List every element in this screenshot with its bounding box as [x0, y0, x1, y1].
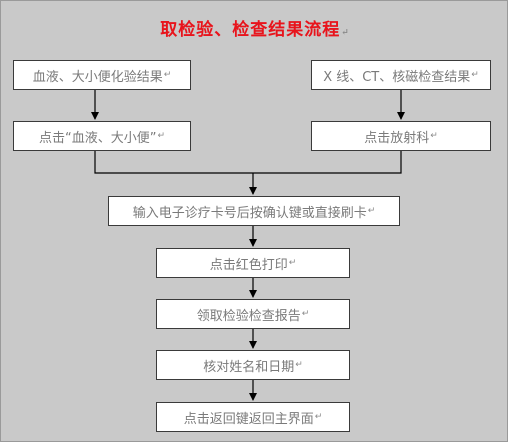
step-imaging-results-label: X 线、CT、核磁检查结果	[323, 69, 471, 85]
step-verify-name-date: 核对姓名和日期↵	[156, 350, 350, 380]
paragraph-mark: ↵	[471, 70, 479, 80]
step-click-radiology-label: 点击放射科	[364, 130, 430, 146]
page-title: 取检验、检查结果流程↵	[1, 15, 508, 40]
paragraph-mark: ↵	[314, 412, 323, 422]
paragraph-mark: ↵	[163, 70, 172, 80]
step-enter-card: 输入电子诊疗卡号后按确认键或直接刷卡↵	[108, 196, 400, 226]
step-click-print: 点击红色打印↵	[156, 248, 350, 278]
merge-right	[253, 151, 402, 174]
step-click-print-label: 点击红色打印	[209, 257, 288, 273]
step-return-main-label: 点击返回键返回主界面	[183, 411, 314, 427]
paragraph-mark: ↵	[157, 131, 166, 141]
step-return-main: 点击返回键返回主界面↵	[156, 402, 350, 432]
step-collect-report: 领取检验检查报告↵	[156, 299, 350, 329]
step-lab-results-label: 血液、大小便化验结果	[32, 69, 163, 85]
paragraph-mark: ↵	[288, 258, 297, 268]
paragraph-mark: ↵	[295, 360, 303, 370]
step-click-radiology: 点击放射科↵	[311, 121, 491, 151]
paragraph-mark: ↵	[367, 206, 376, 216]
step-click-blood-urine: 点击“血液、大小便”↵	[13, 121, 191, 151]
step-lab-results: 血液、大小便化验结果↵	[13, 60, 191, 90]
paragraph-mark: ↵	[301, 309, 310, 319]
title-text: 取检验、检查结果流程	[160, 20, 341, 40]
paragraph-mark: ↵	[341, 28, 350, 38]
step-click-blood-urine-label: 点击“血液、大小便”	[38, 130, 157, 146]
step-collect-report-label: 领取检验检查报告	[196, 308, 301, 324]
paragraph-mark: ↵	[430, 131, 438, 141]
step-verify-name-date-label: 核对姓名和日期	[203, 359, 295, 375]
step-enter-card-label: 输入电子诊疗卡号后按确认键或直接刷卡	[132, 205, 367, 221]
merge-left	[94, 151, 253, 174]
step-imaging-results: X 线、CT、核磁检查结果↵	[311, 60, 491, 90]
